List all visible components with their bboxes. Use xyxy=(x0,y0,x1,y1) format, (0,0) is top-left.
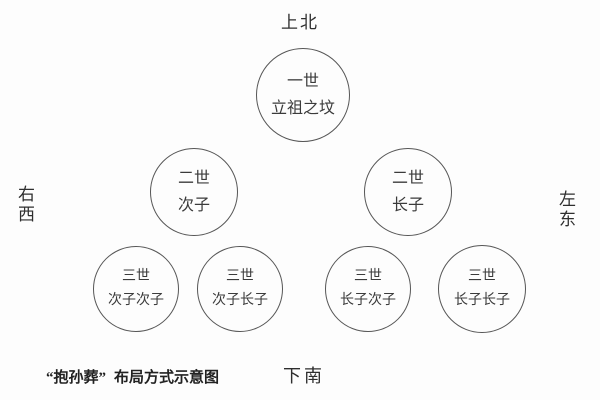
node-gen3-d-name-label: 长子长子 xyxy=(454,293,510,308)
node-gen3-second-son-eldest-son: 三世 次子长子 xyxy=(197,246,283,332)
diagram-caption: “抱孙葬” 布局方式示意图 xyxy=(46,366,219,387)
node-gen3-d-generation-label: 三世 xyxy=(468,269,496,284)
node-gen3-c-generation-label: 三世 xyxy=(354,269,382,284)
node-gen3-eldest-son-second-son: 三世 长子次子 xyxy=(325,246,411,332)
node-gen1-founder-grave: 一世 立祖之坟 xyxy=(256,48,350,142)
node-gen3-second-son-second-son: 三世 次子次子 xyxy=(93,246,179,332)
compass-label-east: 左 东 xyxy=(559,190,576,230)
node-gen3-b-generation-label: 三世 xyxy=(226,269,254,284)
compass-east-char-top: 左 xyxy=(559,190,576,209)
compass-west-char-top: 右 xyxy=(18,185,35,204)
compass-label-west: 右 西 xyxy=(18,185,35,225)
node-gen2-eldest-son-generation-label: 二世 xyxy=(391,169,424,187)
compass-label-south: 下南 xyxy=(283,366,325,386)
node-gen1-generation-label: 一世 xyxy=(286,72,319,90)
node-gen3-eldest-son-eldest-son: 三世 长子长子 xyxy=(438,245,526,333)
node-gen3-a-generation-label: 三世 xyxy=(122,269,150,284)
node-gen3-c-name-label: 长子次子 xyxy=(340,293,396,308)
caption-quoted-term: “抱孙葬” xyxy=(46,370,107,386)
node-gen3-a-name-label: 次子次子 xyxy=(108,293,164,308)
node-gen3-b-name-label: 次子长子 xyxy=(212,293,268,308)
node-gen2-second-son-generation-label: 二世 xyxy=(177,169,210,187)
compass-label-north: 上北 xyxy=(281,13,319,32)
node-gen2-eldest-son: 二世 长子 xyxy=(364,148,452,236)
node-gen2-second-son: 二世 次子 xyxy=(150,148,238,236)
compass-west-char-bottom: 西 xyxy=(18,205,35,224)
node-gen2-second-son-name-label: 次子 xyxy=(177,196,210,214)
node-gen2-eldest-son-name-label: 长子 xyxy=(391,196,424,214)
caption-description: 布局方式示意图 xyxy=(114,370,220,386)
node-gen1-name-label: 立祖之坟 xyxy=(270,99,335,117)
compass-east-char-bottom: 东 xyxy=(559,210,576,229)
